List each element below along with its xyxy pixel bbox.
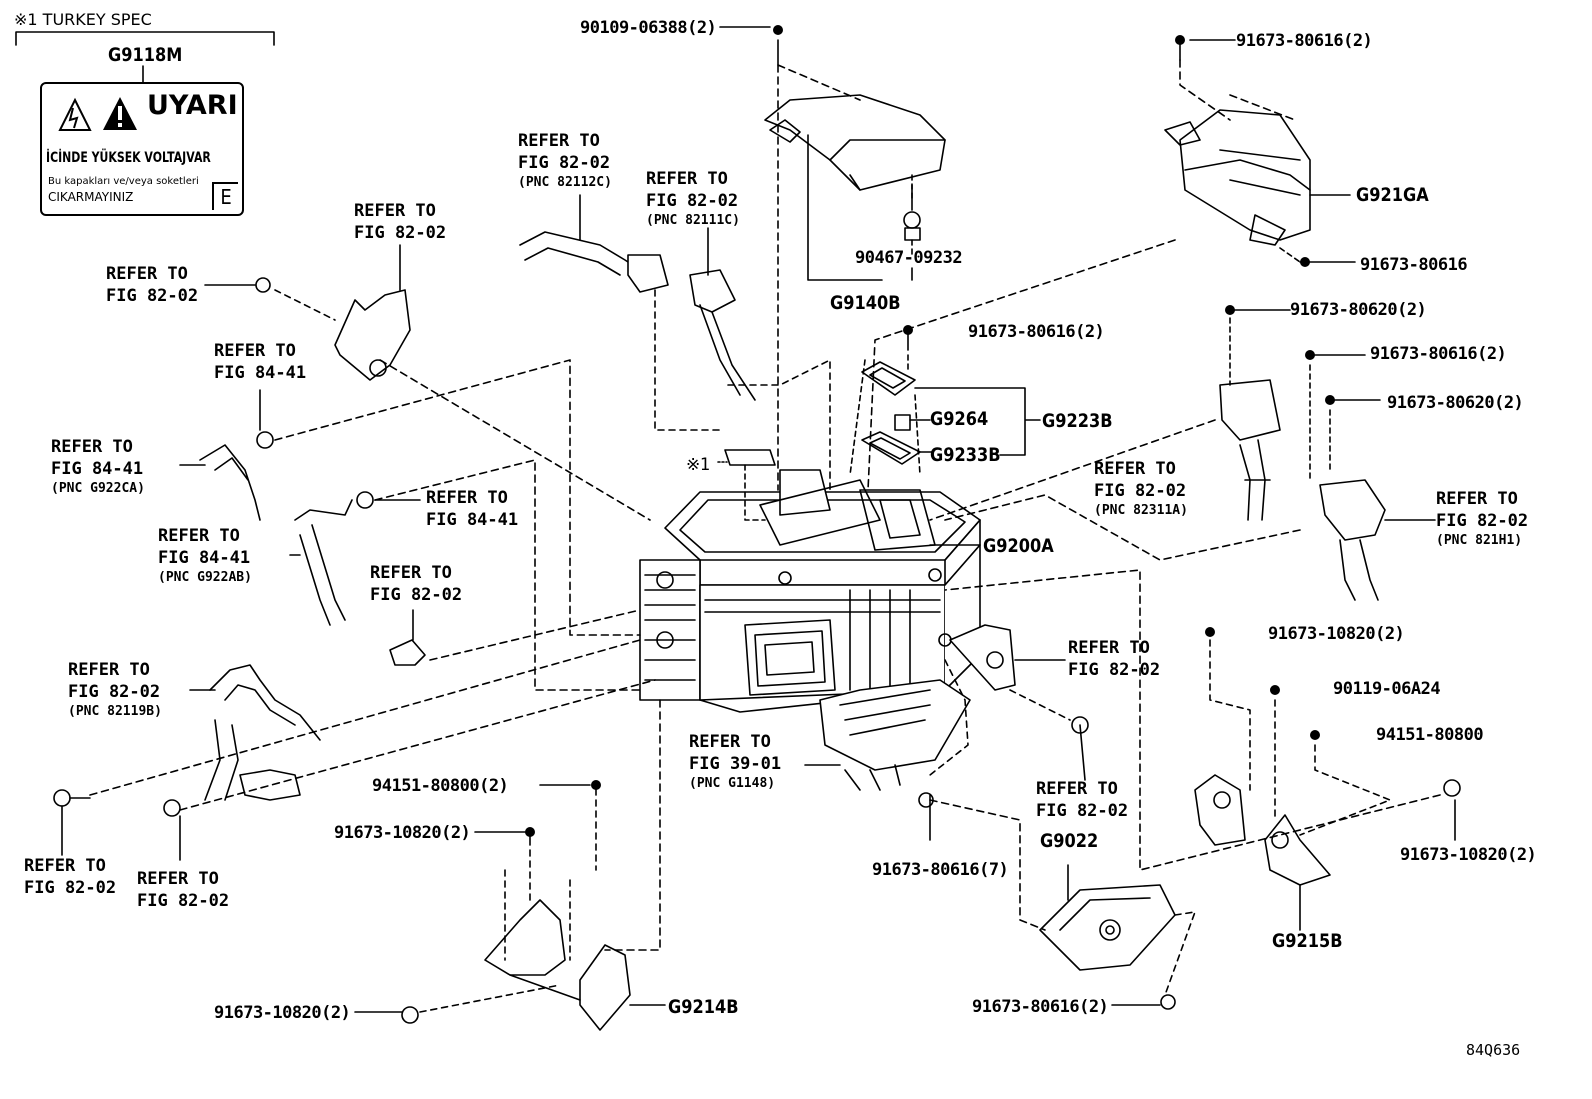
part-label-g9200a[interactable]: G9200A — [983, 535, 1054, 557]
part-label-91673-10820-r[interactable]: 91673-10820(2) — [1400, 845, 1537, 865]
warning-triangles — [58, 97, 137, 131]
part-label-g9223b[interactable]: G9223B — [1042, 410, 1113, 432]
part-label-90467[interactable]: 90467-09232 — [855, 248, 963, 268]
bracket-g9214b — [484, 899, 631, 1031]
bracket-g9215b — [1194, 774, 1331, 886]
cover-g9140b — [764, 94, 946, 191]
warning-title: UYARI — [147, 90, 238, 121]
part-label-91673-80620-a[interactable]: 91673-80620(2) — [1290, 300, 1427, 320]
part-label-91673-10820-c[interactable]: 91673-10820(2) — [214, 1003, 351, 1023]
part-label-91673-80616-7[interactable]: 91673-80616(7) — [872, 860, 1009, 880]
part-label-91673-80616-mid[interactable]: 91673-80616(2) — [968, 322, 1105, 342]
part-label-90109[interactable]: 90109-06388(2) — [580, 18, 717, 38]
warning-line-2: Bu kapakları ve/veya soketleri — [48, 176, 199, 187]
part-label-91673-80620-b[interactable]: 91673-80620(2) — [1387, 393, 1524, 413]
part-label-g9233b[interactable]: G9233B — [930, 444, 1001, 466]
part-label-g9264[interactable]: G9264 — [930, 408, 989, 430]
turkey-spec-note: ※1 TURKEY SPEC — [14, 10, 152, 29]
part-label-90119[interactable]: 90119-06A24 — [1333, 679, 1441, 699]
part-label-91673-10820-b[interactable]: 91673-10820(2) — [334, 823, 471, 843]
part-label-g9022[interactable]: G9022 — [1040, 830, 1099, 852]
inverter-assembly — [639, 469, 981, 713]
warning-letter: E — [212, 182, 238, 210]
part-label-94151-left[interactable]: 94151-80800(2) — [372, 776, 509, 796]
cover-g9022 — [1039, 884, 1176, 971]
part-label-g9118m[interactable]: G9118M — [108, 44, 183, 66]
warning-line-3: CIKARMAYINIZ — [48, 190, 134, 204]
cover-g921ga — [1164, 109, 1311, 246]
part-label-91673-80616-bottom[interactable]: 91673-80616(2) — [972, 997, 1109, 1017]
part-label-94151-right[interactable]: 94151-80800 — [1376, 725, 1484, 745]
part-label-g9215b[interactable]: G9215B — [1272, 930, 1343, 952]
part-label-g9214b[interactable]: G9214B — [668, 996, 739, 1018]
part-label-g9140b[interactable]: G9140B — [830, 292, 901, 314]
part-label-g921ga[interactable]: G921GA — [1356, 184, 1429, 206]
part-label-91673-80616-b[interactable]: 91673-80616(2) — [1370, 344, 1507, 364]
warning-label: UYARI İCİNDE YÜKSEK VOLTAJVAR Bu kapakla… — [40, 82, 244, 216]
diagram-code: 84Q636 — [1466, 1041, 1521, 1059]
turkey-spec-marker: ※1 — [686, 455, 710, 475]
part-label-91673-80616-top[interactable]: 91673-80616(2) — [1236, 31, 1373, 51]
part-label-91673-10820-a[interactable]: 91673-10820(2) — [1268, 624, 1405, 644]
warning-line-1: İCİNDE YÜKSEK VOLTAJVAR — [46, 150, 211, 166]
part-label-91673-80616-right[interactable]: 91673-80616 — [1360, 255, 1468, 275]
